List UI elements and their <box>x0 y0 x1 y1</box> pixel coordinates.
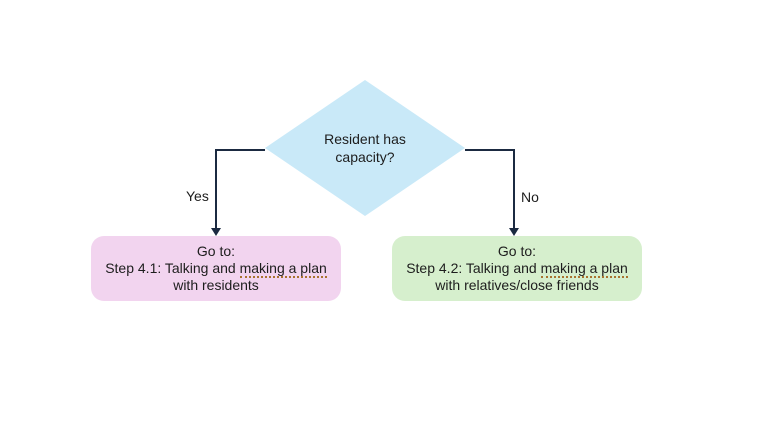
decision-label-line1: Resident has <box>324 131 406 147</box>
outcome-line2-underlined-phrase: making a plan <box>540 260 628 278</box>
outcome-line3: with residents <box>173 277 259 293</box>
outcome-box-step-4-2: Go to: Step 4.2: Talking and making a pl… <box>392 236 642 301</box>
arrowhead-no-icon <box>509 228 519 236</box>
outcome-line1: Go to: <box>196 243 236 259</box>
branch-label-yes: Yes <box>186 188 209 204</box>
connector-no <box>465 149 515 229</box>
decision-diamond <box>265 80 465 216</box>
arrowhead-yes-icon <box>211 228 221 236</box>
decision-label: Resident has capacity? <box>265 130 465 166</box>
branch-label-no: No <box>521 189 539 205</box>
outcome-line2: Step 4.2: Talking and making a plan <box>406 260 628 278</box>
outcome-line1: Go to: <box>497 243 537 259</box>
outcome-line2-prefix: Step 4.2: Talking and <box>406 260 541 276</box>
outcome-line2-prefix: Step 4.1: Talking and <box>105 260 240 276</box>
decision-label-line2: capacity? <box>335 149 395 165</box>
outcome-line2: Step 4.1: Talking and making a plan <box>105 260 327 278</box>
connector-yes <box>215 149 265 229</box>
outcome-line3: with relatives/close friends <box>435 277 599 293</box>
outcome-line2-underlined-phrase: making a plan <box>239 260 327 278</box>
outcome-box-step-4-1: Go to: Step 4.1: Talking and making a pl… <box>91 236 341 301</box>
